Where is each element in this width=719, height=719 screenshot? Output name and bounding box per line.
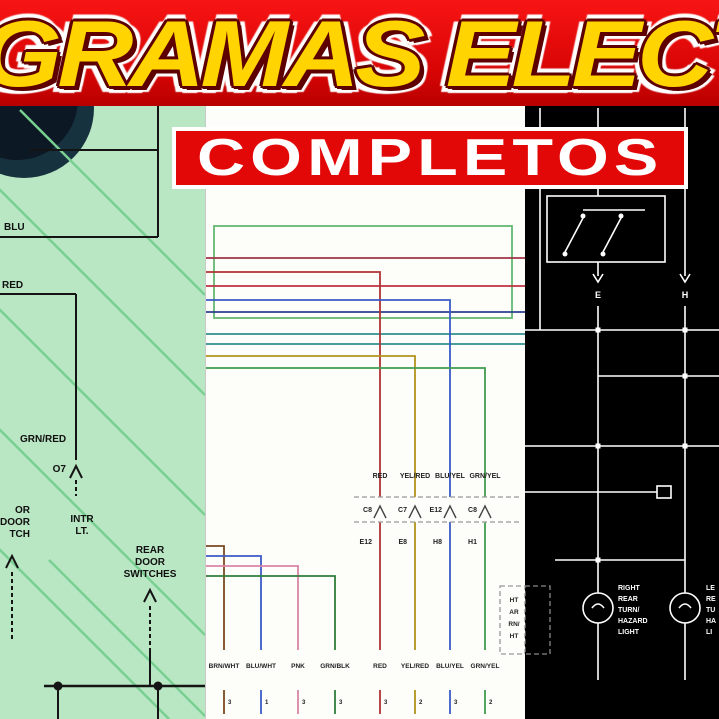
- connector-label: H8: [433, 539, 442, 546]
- connector-label: O7: [53, 464, 67, 475]
- cut-label: HT: [510, 633, 519, 640]
- wire-red: [206, 271, 381, 497]
- connector-label: H1: [468, 539, 477, 546]
- wire-label: BRN/WHT: [209, 663, 240, 670]
- wire-grn-blk: [206, 575, 336, 650]
- wire-label: RED: [373, 663, 387, 670]
- junction-dots: [53, 681, 163, 691]
- component-label: REAR: [136, 545, 165, 556]
- black-diagram-panel: E H RIGHT REAR TURN/ HAZARD LIGHT LE RE …: [525, 0, 719, 719]
- lamp-label-cut: HA: [706, 618, 716, 625]
- wire-pnk: [206, 565, 299, 650]
- lamp-label: LIGHT: [618, 629, 640, 636]
- wire-label: RED: [373, 473, 388, 480]
- junction-dots: [562, 213, 688, 563]
- lamp-label: RIGHT: [618, 585, 641, 592]
- lamp-label: HAZARD: [618, 618, 648, 625]
- lamp-label: REAR: [618, 596, 638, 603]
- pin-number: 3: [339, 700, 343, 706]
- lamp-label-cut: LE: [706, 585, 715, 592]
- lead-label: H: [682, 290, 689, 300]
- wire-label: GRN/RED: [20, 434, 66, 445]
- wire-label: RED: [2, 280, 23, 291]
- edge-label: TCH: [9, 529, 30, 540]
- connector-label: C8: [363, 507, 372, 514]
- wire-brn-wht: [206, 545, 225, 650]
- wire-blu-wht: [206, 555, 262, 650]
- cut-label: RN/: [508, 621, 519, 628]
- wire-label: BLU/WHT: [246, 663, 276, 670]
- lead-label: E: [595, 290, 601, 300]
- subtitle-text: COMPLETOS: [196, 129, 664, 187]
- lamp-label: TURN/: [618, 607, 639, 614]
- edge-label: DOOR: [0, 517, 31, 528]
- cut-label: AR: [509, 609, 519, 616]
- diagonal-lines: [0, 109, 205, 719]
- connector-arrow: [69, 463, 83, 479]
- component-label: INTR: [70, 514, 94, 525]
- switch-arrow: [5, 553, 19, 569]
- lamp-label-cut: RE: [706, 596, 716, 603]
- relay-and-wiring: [525, 108, 719, 680]
- wire-label: BLU: [4, 222, 25, 233]
- lamp-label-cut: TU: [706, 607, 715, 614]
- green-diagram-svg: BLU RED GRN/RED O7 INTR LT. REAR DOOR SW…: [0, 38, 205, 719]
- wire-blu-yel: [206, 299, 451, 497]
- pin-number: 3: [302, 700, 306, 706]
- white-diagram-panel: RED YEL/RED BLU/YEL GRN/YEL C8 C7 E12 C8…: [205, 0, 526, 719]
- wire-label: BLU/YEL: [436, 663, 464, 670]
- cut-label: HT: [510, 597, 519, 604]
- wire-label: YEL/RED: [400, 473, 430, 480]
- green-diagram-panel: BLU RED GRN/RED O7 INTR LT. REAR DOOR SW…: [0, 0, 205, 719]
- connector-label: C7: [398, 507, 407, 514]
- pin-number: 2: [489, 700, 493, 706]
- cut-component-box: [525, 585, 551, 655]
- left-rear-lamp: [669, 592, 701, 624]
- wire-label: GRN/YEL: [469, 473, 501, 480]
- connector-label: E12: [430, 507, 443, 514]
- pin-number: 2: [419, 700, 423, 706]
- relay-box: [546, 195, 666, 263]
- pin-number: 1: [265, 700, 269, 706]
- banner-title-text: GRAMAS ELECTRIC: [0, 1, 719, 106]
- component-label: LT.: [75, 526, 88, 537]
- wire-yel-red: [206, 355, 416, 497]
- pin-number: 3: [454, 700, 458, 706]
- wire-grn-yel: [206, 367, 486, 497]
- component-label: SWITCHES: [124, 569, 177, 580]
- wire-label: YEL/RED: [401, 663, 429, 670]
- connector-arrows: [373, 504, 492, 519]
- white-diagram-svg: RED YEL/RED BLU/YEL GRN/YEL C8 C7 E12 C8…: [206, 225, 526, 714]
- lamp-label-cut: LI: [706, 629, 712, 636]
- connector-label: C8: [468, 507, 477, 514]
- connector-label: E8: [398, 539, 407, 546]
- edge-label: OR: [15, 505, 31, 516]
- wire-bus: [206, 225, 526, 714]
- switch-arrow: [143, 587, 157, 603]
- connector-label: E12: [360, 539, 373, 546]
- wire-label: GRN/YEL: [471, 663, 500, 670]
- title-banner: GRAMAS ELECTRIC: [0, 0, 719, 106]
- wire-label: BLU/YEL: [435, 473, 466, 480]
- black-diagram-svg: E H RIGHT REAR TURN/ HAZARD LIGHT LE RE …: [525, 108, 719, 680]
- pin-number: 3: [384, 700, 388, 706]
- subtitle-banner: COMPLETOS: [172, 127, 688, 189]
- component-label: DOOR: [135, 557, 166, 568]
- wire-label: PNK: [291, 663, 305, 670]
- wire-label: GRN/BLK: [320, 663, 350, 670]
- right-rear-lamp: [582, 592, 614, 624]
- pin-number: 3: [228, 700, 232, 706]
- wiring-lines: [0, 106, 205, 719]
